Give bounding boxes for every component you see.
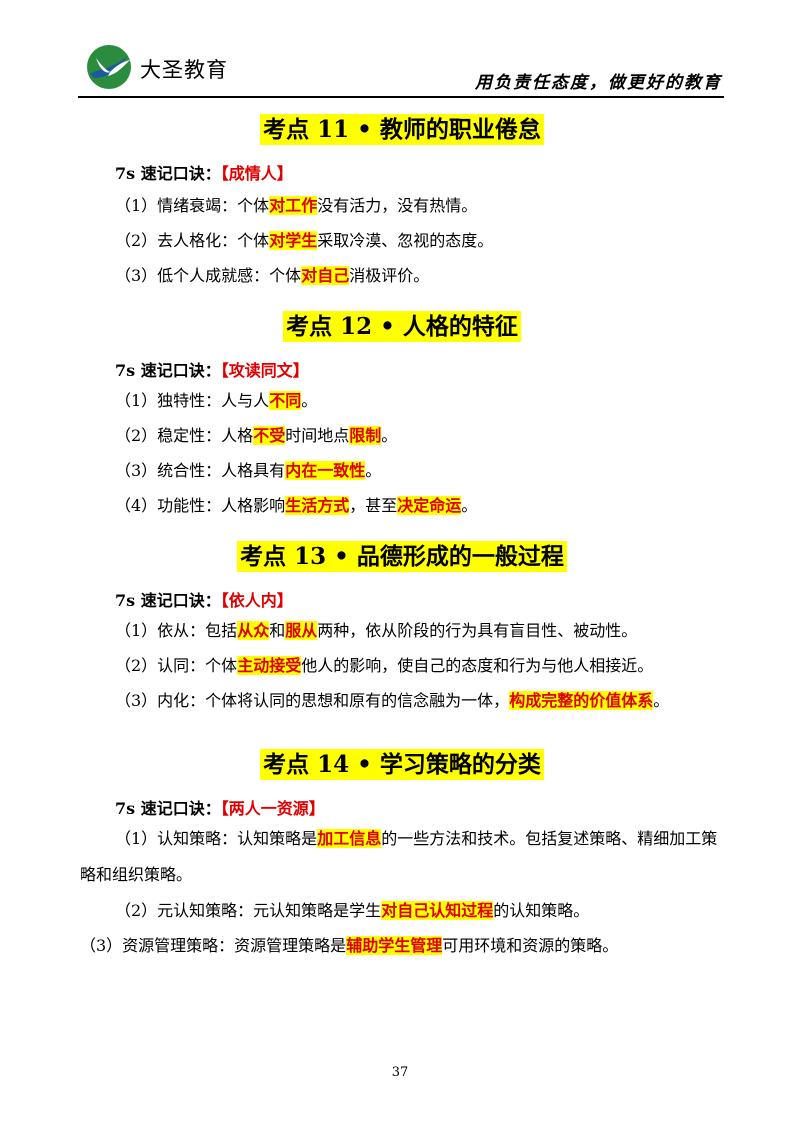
list-item: （1）情绪衰竭：个体对工作没有活力，没有热情。 — [115, 196, 478, 215]
section-13: 考点 13 • 品德形成的一般过程 7s 速记口诀：【依人内】 （1）依从：包括… — [80, 537, 724, 719]
section-title: 考点 12 • 人格的特征 — [80, 307, 724, 342]
mnemonic-line: 7s 速记口诀：【成情人】 — [115, 164, 293, 183]
brand-name: 大圣教育 — [140, 58, 228, 82]
swallow-logo-icon — [87, 45, 131, 89]
list-item: （2）去人格化：个体对学生采取冷漠、忽视的态度。 — [115, 231, 494, 250]
section-title: 考点 13 • 品德形成的一般过程 — [80, 537, 724, 572]
section-title: 考点 11 • 教师的职业倦怠 — [80, 110, 724, 145]
list-item: （3）低个人成就感：个体对自己消极评价。 — [115, 266, 430, 285]
list-item: （2）认同：个体主动接受他人的影响，使自己的态度和行为与他人相接近。 — [115, 656, 654, 675]
section-11: 考点 11 • 教师的职业倦怠 7s 速记口诀：【成情人】 （1）情绪衰竭：个体… — [80, 110, 724, 293]
section-14: 考点 14 • 学习策略的分类 7s 速记口诀：【两人一资源】 （1）认知策略：… — [80, 745, 724, 963]
list-item: （3）统合性：人格具有内在一致性。 — [115, 461, 382, 480]
section-12: 考点 12 • 人格的特征 7s 速记口诀：【攻读同文】 （1）独特性：人与人不… — [80, 307, 724, 523]
list-item: （3）内化：个体将认同的思想和原有的信念融为一体，构成完整的价值体系。 — [115, 691, 670, 710]
page-number: 37 — [391, 1065, 409, 1080]
page-content: 考点 11 • 教师的职业倦怠 7s 速记口诀：【成情人】 （1）情绪衰竭：个体… — [80, 104, 724, 963]
list-item: （1）依从：包括从众和服从两种，依从阶段的行为具有盲目性、被动性。 — [115, 621, 638, 640]
header-divider — [78, 96, 724, 98]
header-slogan: 用负责任态度，做更好的教育 — [475, 73, 722, 93]
page-header: 大圣教育 用负责任态度，做更好的教育 — [78, 38, 724, 96]
mnemonic-line: 7s 速记口诀：【依人内】 — [115, 591, 293, 610]
list-item: （4）功能性：人格影响生活方式，甚至决定命运。 — [115, 496, 478, 515]
mnemonic-line: 7s 速记口诀：【两人一资源】 — [115, 799, 325, 818]
list-item: （1）认知策略：认知策略是加工信息的一些方法和技术。包括复述策略、精细加工策略和… — [80, 829, 718, 884]
list-item: （2）元认知策略：元认知策略是学生对自己认知过程的认知策略。 — [115, 901, 590, 920]
mnemonic-line: 7s 速记口诀：【攻读同文】 — [115, 361, 309, 380]
list-item: （1）独特性：人与人不同。 — [115, 391, 318, 410]
list-item: （2）稳定性：人格不受时间地点限制。 — [115, 426, 398, 445]
section-title: 考点 14 • 学习策略的分类 — [80, 745, 724, 780]
list-item: （3）资源管理策略：资源管理策略是辅助学生管理可用环境和资源的策略。 — [80, 936, 619, 955]
